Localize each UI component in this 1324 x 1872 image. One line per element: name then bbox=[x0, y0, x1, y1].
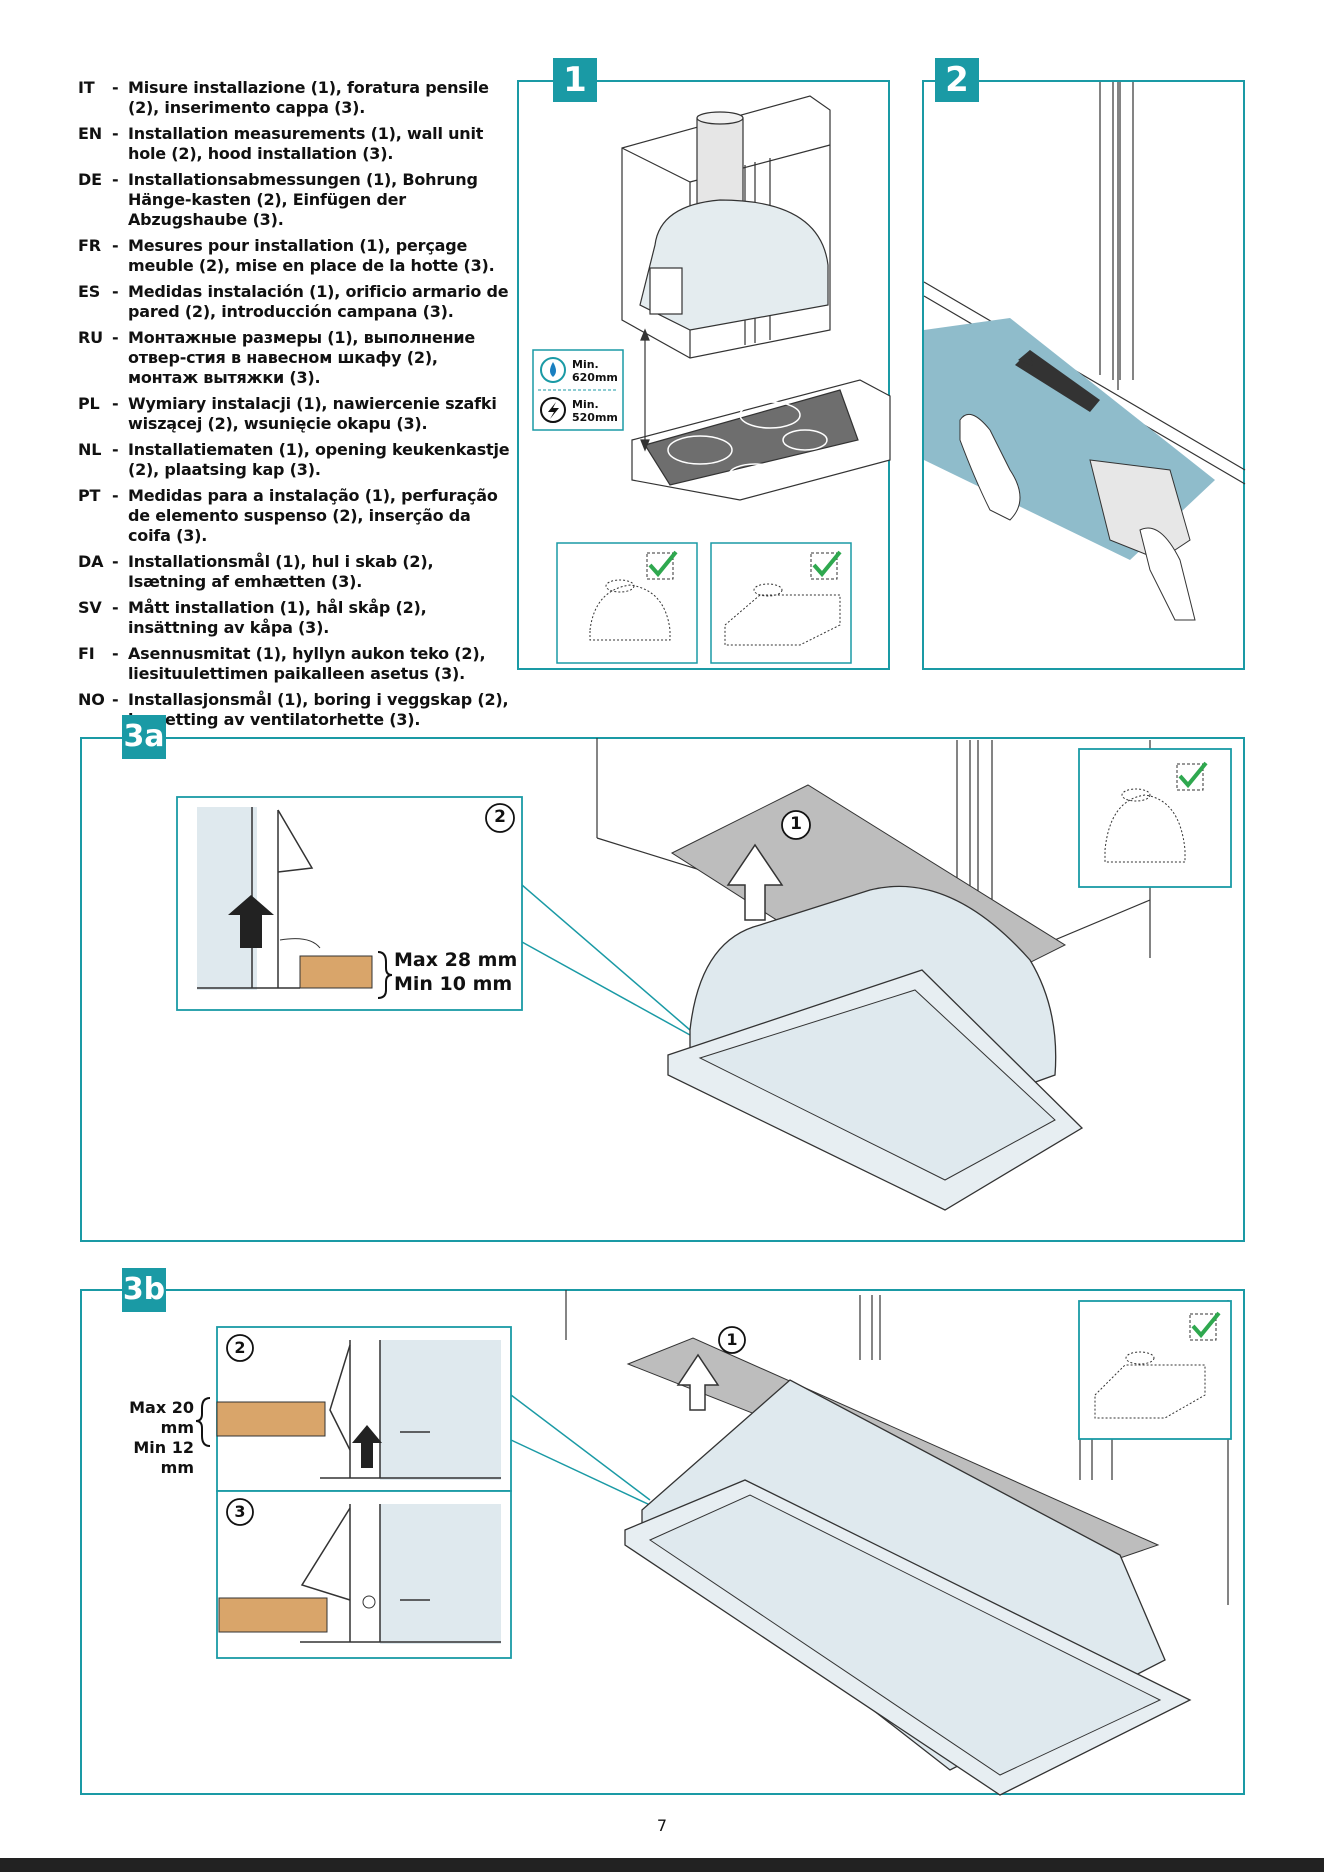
instruction-item-nl: NL-Installatiematen (1), opening keukenk… bbox=[78, 440, 510, 480]
instruction-item-it: IT-Misure installazione (1), foratura pe… bbox=[78, 78, 510, 118]
instruction-code: DE bbox=[78, 170, 102, 189]
instruction-item-fr: FR-Mesures pour installation (1), perçag… bbox=[78, 236, 510, 276]
step-3a-max: Max 28 mm bbox=[394, 949, 518, 971]
step-3b-callout-2: 2 bbox=[234, 1338, 246, 1357]
instruction-text: Mått installation (1), hål skåp (2), ins… bbox=[128, 598, 427, 637]
instruction-dash: - bbox=[112, 236, 119, 255]
electric-min-label: Min. bbox=[572, 398, 599, 411]
instruction-text: Misure installazione (1), foratura pensi… bbox=[128, 78, 489, 117]
page-number: 7 bbox=[656, 1816, 668, 1835]
step-1-tag: 1 bbox=[553, 58, 597, 102]
instruction-dash: - bbox=[112, 440, 119, 459]
step-2-tag: 2 bbox=[935, 58, 979, 102]
instruction-code: DA bbox=[78, 552, 104, 571]
step-3b-max: Max 20 mm bbox=[129, 1398, 194, 1437]
instruction-code: NL bbox=[78, 440, 102, 459]
instruction-code: FR bbox=[78, 236, 101, 255]
instruction-text: Монтажные размеры (1), выполнение отвер-… bbox=[128, 328, 476, 387]
step-3b-tag: 3b bbox=[122, 1268, 166, 1312]
instruction-item-fi: FI-Asennusmitat (1), hyllyn aukon teko (… bbox=[78, 644, 510, 684]
instruction-dash: - bbox=[112, 124, 119, 143]
instruction-code: EN bbox=[78, 124, 102, 143]
step-3b-callout-1: 1 bbox=[726, 1330, 738, 1349]
instruction-item-ru: RU-Монтажные размеры (1), выполнение отв… bbox=[78, 328, 510, 388]
instruction-code: NO bbox=[78, 690, 105, 709]
instruction-item-sv: SV-Mått installation (1), hål skåp (2), … bbox=[78, 598, 510, 638]
step-3a-callout-2: 2 bbox=[494, 807, 506, 827]
instruction-code: PT bbox=[78, 486, 101, 505]
electric-min-text: Min. 520mm bbox=[572, 398, 618, 424]
instruction-code: SV bbox=[78, 598, 102, 617]
instruction-dash: - bbox=[112, 552, 119, 571]
instruction-item-en: EN-Installation measurements (1), wall u… bbox=[78, 124, 510, 164]
instruction-dash: - bbox=[112, 644, 119, 663]
instruction-dash: - bbox=[112, 598, 119, 617]
step-3b-callout-3: 3 bbox=[234, 1502, 246, 1521]
instruction-dash: - bbox=[112, 78, 119, 97]
gas-min-label: Min. bbox=[572, 358, 599, 371]
instruction-code: ES bbox=[78, 282, 101, 301]
bottom-rule bbox=[0, 1858, 1324, 1872]
step-3b-min: Min 12 mm bbox=[133, 1438, 194, 1477]
instruction-item-no: NO-Installasjonsmål (1), boring i veggsk… bbox=[78, 690, 510, 730]
instruction-text: Installationsabmessungen (1), Bohrung Hä… bbox=[128, 170, 478, 229]
step-3a-tag: 3a bbox=[122, 715, 166, 759]
instruction-text: Medidas instalación (1), orificio armari… bbox=[128, 282, 509, 321]
instruction-text: Installation measurements (1), wall unit… bbox=[128, 124, 484, 163]
instruction-item-da: DA-Installationsmål (1), hul i skab (2),… bbox=[78, 552, 510, 592]
instruction-code: PL bbox=[78, 394, 100, 413]
step-3a-panel bbox=[80, 737, 1245, 1242]
instruction-item-pt: PT-Medidas para a instalação (1), perfur… bbox=[78, 486, 510, 546]
step-3b-panel bbox=[80, 1289, 1245, 1795]
gas-min-text: Min. 620mm bbox=[572, 358, 618, 384]
instruction-code: RU bbox=[78, 328, 103, 347]
instruction-dash: - bbox=[112, 282, 119, 301]
electric-min-value: 520mm bbox=[572, 411, 618, 424]
step-3a-callout-1: 1 bbox=[790, 814, 802, 834]
instruction-text: Medidas para a instalação (1), perfuraçã… bbox=[128, 486, 498, 545]
instruction-dash: - bbox=[112, 690, 119, 709]
instruction-item-es: ES-Medidas instalación (1), orificio arm… bbox=[78, 282, 510, 322]
step-2-panel bbox=[922, 80, 1245, 670]
instruction-code: IT bbox=[78, 78, 95, 97]
instruction-code: FI bbox=[78, 644, 95, 663]
instruction-dash: - bbox=[112, 486, 119, 505]
instruction-item-pl: PL-Wymiary instalacji (1), nawiercenie s… bbox=[78, 394, 510, 434]
instruction-dash: - bbox=[112, 394, 119, 413]
instruction-text: Installationsmål (1), hul i skab (2), Is… bbox=[128, 552, 434, 591]
step-3a-min: Min 10 mm bbox=[394, 973, 513, 995]
instruction-item-de: DE-Installationsabmessungen (1), Bohrung… bbox=[78, 170, 510, 230]
instruction-text: Asennusmitat (1), hyllyn aukon teko (2),… bbox=[128, 644, 486, 683]
instruction-dash: - bbox=[112, 170, 119, 189]
instruction-dash: - bbox=[112, 328, 119, 347]
instruction-text: Installasjonsmål (1), boring i veggskap … bbox=[128, 690, 509, 729]
gas-min-value: 620mm bbox=[572, 371, 618, 384]
step-3a-measurements: Max 28 mm Min 10 mm bbox=[394, 948, 517, 996]
instruction-list: IT-Misure installazione (1), foratura pe… bbox=[78, 78, 510, 736]
instruction-text: Wymiary instalacji (1), nawiercenie szaf… bbox=[128, 394, 497, 433]
step-3b-measurements: Max 20 mm Min 12 mm bbox=[100, 1398, 194, 1478]
step-1-panel bbox=[517, 80, 890, 670]
instruction-text: Installatiematen (1), opening keukenkast… bbox=[128, 440, 510, 479]
instruction-text: Mesures pour installation (1), perçage m… bbox=[128, 236, 495, 275]
